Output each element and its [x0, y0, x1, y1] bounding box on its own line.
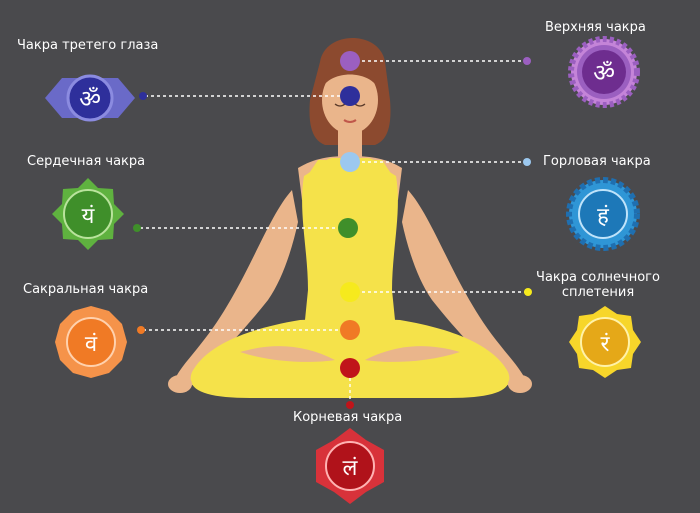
label-solar-plexus: Чакра солнечного сплетения — [533, 270, 663, 300]
svg-text:ॐ: ॐ — [593, 59, 615, 87]
label-throat: Горловая чакра — [543, 154, 651, 169]
label-root: Корневая чакра — [293, 410, 403, 425]
label-third-eye: Чакра третего глаза — [17, 38, 159, 53]
connector-end-dots — [133, 57, 532, 409]
svg-text:ॐ: ॐ — [79, 85, 101, 113]
body-chakra-points — [338, 51, 360, 378]
label-sacral: Сакральная чакра — [23, 282, 149, 297]
root-point — [340, 358, 360, 378]
label-solar-line2: сплетения — [561, 285, 635, 300]
root-chakra-icon: लं — [316, 428, 384, 504]
heart-point — [338, 218, 358, 238]
third-eye-point — [340, 86, 360, 106]
svg-text:वं: वं — [85, 332, 98, 357]
meditating-woman-figure — [168, 38, 532, 398]
crown-chakra-icon: ॐ — [568, 36, 640, 108]
solar-plexus-chakra-icon: रं — [569, 306, 641, 378]
sacral-chakra-icon: वं — [55, 306, 127, 378]
throat-point — [340, 152, 360, 172]
throat-chakra-icon: हं — [566, 177, 640, 251]
svg-text:रं: रं — [601, 332, 611, 357]
label-solar-line1: Чакра солнечного — [536, 270, 660, 285]
third-eye-chakra-icon: ॐ — [45, 74, 135, 122]
solar-point — [340, 282, 360, 302]
svg-text:लं: लं — [343, 456, 359, 481]
sacral-point — [340, 320, 360, 340]
heart-chakra-icon: यं — [52, 178, 124, 250]
label-heart: Сердечная чакра — [27, 154, 146, 169]
svg-text:हं: हं — [597, 204, 609, 229]
label-crown: Верхняя чакра — [545, 20, 646, 35]
crown-point — [340, 51, 360, 71]
connector-lines — [140, 60, 526, 404]
svg-text:यं: यं — [82, 204, 96, 229]
